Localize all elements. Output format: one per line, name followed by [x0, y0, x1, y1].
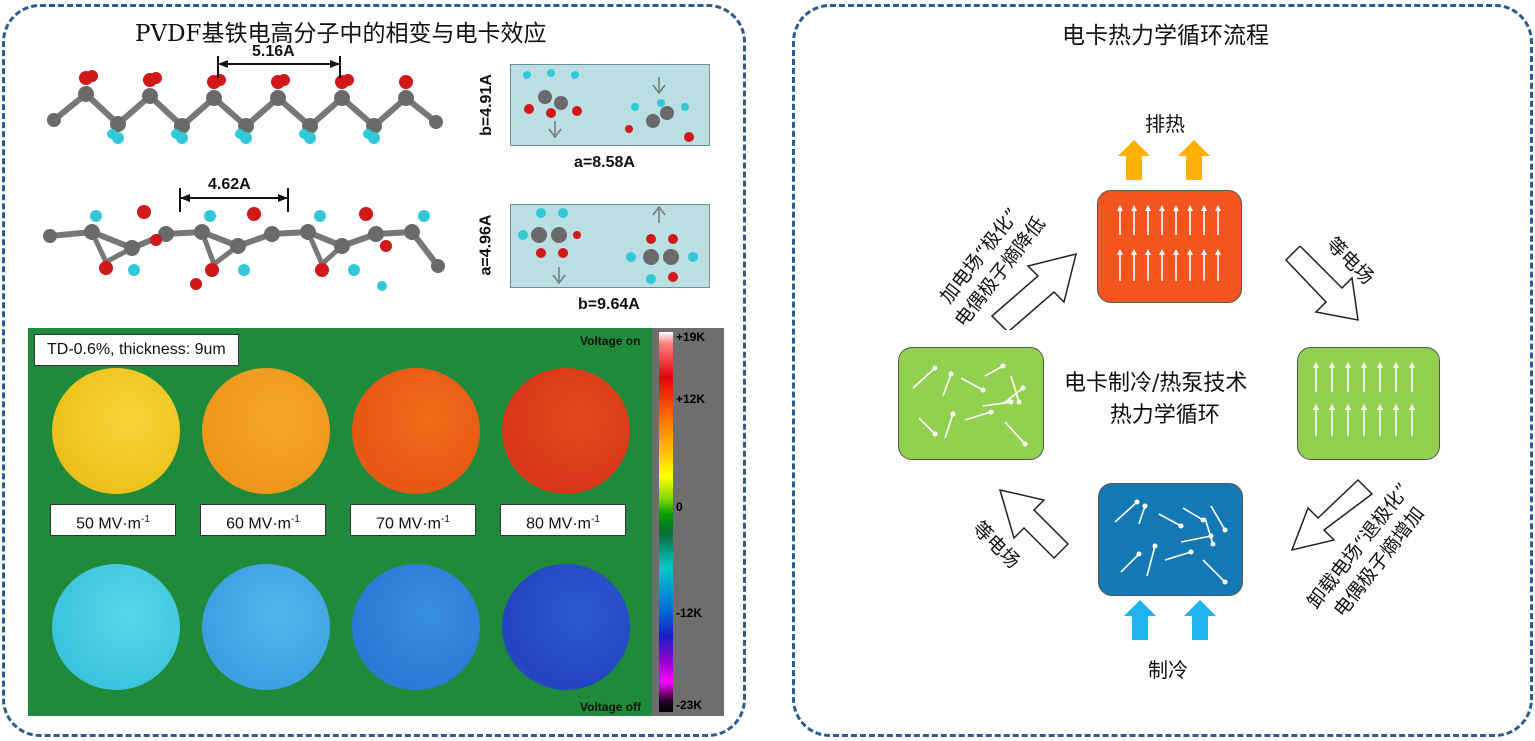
- field-value-4: 80 MV·m: [526, 515, 591, 533]
- bottom-chain-spacing-label: 4.62A: [208, 176, 251, 193]
- thermal-sample-label: TD-0.6%, thickness: 9um: [34, 334, 239, 366]
- top-unit-cell-atoms: [523, 69, 694, 142]
- dish-on-1: [52, 368, 180, 494]
- dish-off-3: [352, 564, 480, 690]
- dish-off-1: [52, 564, 180, 690]
- field-label-2: 60 MV·m-1: [200, 504, 326, 536]
- bottom-unit-cell: [510, 204, 710, 288]
- colorbar-tick-high: +12K: [676, 392, 706, 406]
- cycle-arrow-top-right: [1284, 246, 1359, 321]
- colorbar-tick-max: +19K: [676, 330, 706, 344]
- dish-on-2: [202, 368, 330, 494]
- colorbar: [659, 332, 673, 712]
- cycle-arrow-top-left: [990, 252, 1078, 330]
- random-dipole-state: [898, 347, 1044, 460]
- top-cell-b-label: b=4.91A: [477, 74, 495, 136]
- field-label-1: 50 MV·m-1: [50, 504, 176, 536]
- center-text-line2: 热力学循环: [1109, 403, 1220, 428]
- colorbar-panel: +19K +12K 0 -12K -23K: [652, 328, 724, 716]
- field-value-3: 70 MV·m: [376, 515, 441, 533]
- voltage-off-label: Voltage off: [580, 700, 642, 714]
- cycle-arrow-bottom-left: [998, 488, 1070, 560]
- heat-out-label: 排热: [1145, 112, 1185, 136]
- random-dipoles: [912, 363, 1028, 447]
- thermal-image: TD-0.6%, thickness: 9um 50 MV·m-1 60 MV·…: [28, 328, 652, 716]
- cycle-arrow-bottom-right: [1290, 478, 1374, 552]
- field-sup-3: -1: [441, 514, 450, 525]
- top-cell-a-label: a=8.58A: [574, 154, 635, 171]
- field-label-3: 70 MV·m-1: [350, 504, 476, 536]
- left-panel-title: PVDF基铁电高分子中的相变与电卡效应: [135, 21, 547, 47]
- right-panel: [792, 4, 1533, 737]
- center-text-line1: 电卡制冷/热泵技术: [1064, 371, 1248, 396]
- top-molecular-chain: [47, 56, 443, 144]
- colorbar-tick-zero: 0: [676, 500, 683, 514]
- random-dipoles-cold: [1114, 499, 1228, 585]
- dish-off-2: [202, 564, 330, 690]
- colorbar-tick-min: -23K: [676, 698, 703, 712]
- top-chain-spacing-label: 5.16A: [252, 43, 295, 60]
- aligned-dipoles-green: [1313, 362, 1415, 436]
- dish-off-4: [502, 564, 630, 690]
- field-value-2: 60 MV·m: [226, 515, 291, 533]
- cooling-arrows: [1124, 600, 1216, 640]
- bottom-cell-b-label: b=9.64A: [578, 296, 640, 313]
- left-panel: [2, 4, 746, 737]
- bottom-molecular-chain: [43, 188, 445, 291]
- hot-polarized-state: [1097, 190, 1242, 303]
- aligned-cooled-state: [1297, 347, 1440, 460]
- field-sup-4: -1: [591, 514, 600, 525]
- dish-on-4: [502, 368, 630, 494]
- field-sup-1: -1: [141, 514, 150, 525]
- cold-random-state: [1098, 483, 1243, 596]
- bottom-cell-a-label: a=4.96A: [477, 214, 495, 276]
- voltage-on-label: Voltage on: [580, 334, 641, 348]
- bottom-unit-cell-atoms: [518, 205, 698, 285]
- field-value-1: 50 MV·m: [76, 515, 141, 533]
- cooling-label: 制冷: [1148, 658, 1188, 682]
- colorbar-tick-low: -12K: [676, 606, 703, 620]
- top-unit-cell: [510, 64, 710, 146]
- heat-out-arrows: [1118, 140, 1210, 180]
- aligned-dipoles: [1117, 205, 1221, 281]
- field-sup-2: -1: [291, 514, 300, 525]
- dish-on-3: [352, 368, 480, 494]
- right-panel-title: 电卡热力学循环流程: [1062, 23, 1269, 49]
- cycle-center-text: 电卡制冷/热泵技术 热力学循环: [1064, 368, 1247, 432]
- field-label-4: 80 MV·m-1: [500, 504, 626, 536]
